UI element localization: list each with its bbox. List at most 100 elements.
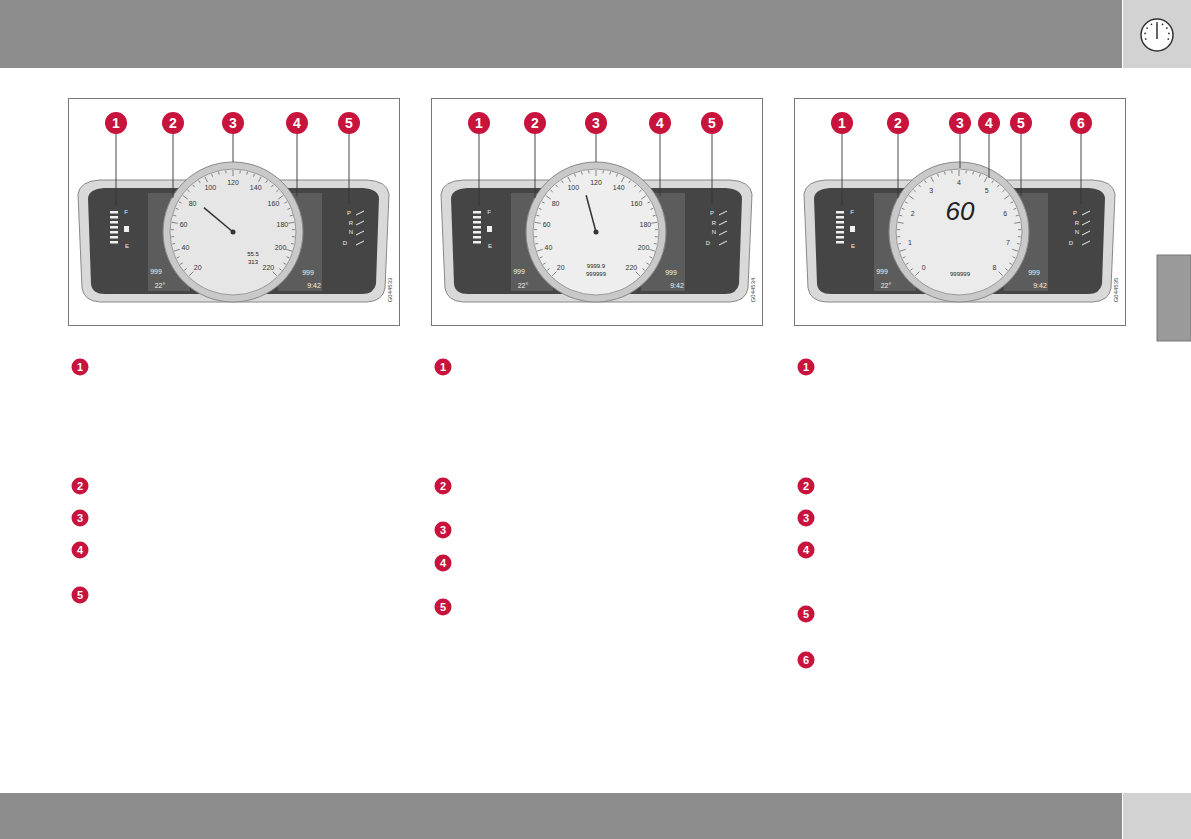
figure-frame [795, 99, 1126, 326]
dial-tick [1005, 269, 1007, 271]
fuel-bar [836, 231, 844, 234]
list-marker: 6 [798, 652, 815, 669]
display-text: E [851, 243, 855, 249]
dial-tick [284, 202, 287, 203]
gear-mark [1082, 231, 1090, 235]
display-text: N [349, 229, 353, 235]
dial-readout: 55.5 [247, 251, 259, 257]
chapter-tab [1157, 255, 1191, 341]
dial-tick [984, 177, 987, 182]
dial-tick [266, 180, 268, 182]
dial-tick [273, 272, 277, 276]
image-id: G044534 [750, 278, 756, 303]
cluster-figure [432, 99, 763, 326]
dial-tick [556, 185, 558, 187]
callout-number: 3 [222, 112, 244, 134]
fuel-bar [836, 226, 844, 229]
display-text: 999 [876, 268, 888, 275]
display-text: 999 [1028, 269, 1040, 276]
dial-number: 160 [631, 199, 643, 206]
dial-tick [537, 249, 543, 251]
display-text: 999 [150, 268, 162, 275]
dial-tick [535, 243, 538, 245]
dial-number: 200 [275, 244, 287, 251]
leader-line [297, 134, 298, 196]
dial-tick [575, 174, 576, 177]
gear-mark [1082, 221, 1090, 225]
display-text: F [850, 209, 854, 215]
dial-tick [616, 174, 617, 177]
dial-tick [898, 243, 901, 245]
dial-tick [596, 170, 597, 176]
fuel-bar [473, 241, 481, 244]
dial-tick [179, 202, 182, 203]
gear-mark [719, 231, 727, 235]
dial-ring [526, 162, 666, 302]
list-marker: 5 [798, 606, 815, 623]
dial-number: 180 [640, 221, 652, 228]
display-text: N [1075, 229, 1079, 235]
dial-tick [292, 229, 295, 230]
leader-line [1021, 134, 1022, 196]
dial-tick [641, 196, 646, 200]
callout-number: 5 [338, 112, 360, 134]
callout-number: 4 [286, 112, 308, 134]
dial-number: 100 [567, 184, 579, 191]
dial-tick [550, 190, 552, 192]
callout-number: 5 [1010, 112, 1032, 134]
dial-face [533, 169, 659, 295]
dial-tick [1012, 249, 1018, 251]
dial-tick [1014, 222, 1020, 224]
gear-mark [356, 241, 364, 245]
callout-number: 5 [701, 112, 723, 134]
display-text: 9:42 [1033, 282, 1047, 289]
dial-tick [534, 229, 537, 230]
dial-tick [547, 269, 549, 271]
dial-number: 20 [194, 264, 202, 271]
dial-tick [1018, 236, 1021, 237]
dial-number: 4 [957, 179, 961, 186]
list-marker: 3 [435, 522, 452, 539]
dial-tick [276, 190, 278, 192]
dial-number: 80 [189, 199, 197, 206]
display-text: D [706, 240, 710, 246]
leader-line [989, 134, 990, 178]
gear-mark [719, 211, 727, 215]
dial-tick [636, 272, 640, 276]
dial-tick [588, 170, 589, 173]
gear-mark [356, 231, 364, 235]
display-text: D [343, 240, 347, 246]
display-text: D [1069, 240, 1073, 246]
dial-tick [898, 222, 904, 224]
dial-tick [902, 208, 905, 209]
dial-number: 120 [227, 179, 239, 186]
figure-frame [432, 99, 763, 326]
dial-tick [271, 185, 273, 187]
fuel-bar [473, 216, 481, 219]
callout-number: 2 [524, 112, 546, 134]
leader-line [596, 134, 597, 162]
dial-tick [931, 177, 934, 182]
dial-tick [654, 243, 657, 245]
callout-number: 3 [585, 112, 607, 134]
display-text: 22° [881, 282, 892, 289]
dial-number: 5 [985, 187, 989, 194]
callout-number: 1 [105, 112, 127, 134]
fuel-bar [473, 236, 481, 239]
fuel-bar [836, 241, 844, 244]
list-marker: 5 [435, 599, 452, 616]
dial-tick [253, 174, 254, 177]
dial-ring [889, 162, 1029, 302]
dial-number: 140 [250, 184, 262, 191]
display-text: R [349, 220, 353, 226]
dial-tick [910, 269, 912, 271]
list-marker: 1 [72, 359, 89, 376]
callout-number: 4 [649, 112, 671, 134]
dial-number: 8 [992, 264, 996, 271]
dial-tick [653, 215, 656, 217]
dial-number: 0 [922, 264, 926, 271]
dial-tick [650, 257, 653, 258]
fuel-bar [836, 236, 844, 239]
dial-tick [205, 177, 208, 182]
header-bar [0, 0, 1122, 68]
